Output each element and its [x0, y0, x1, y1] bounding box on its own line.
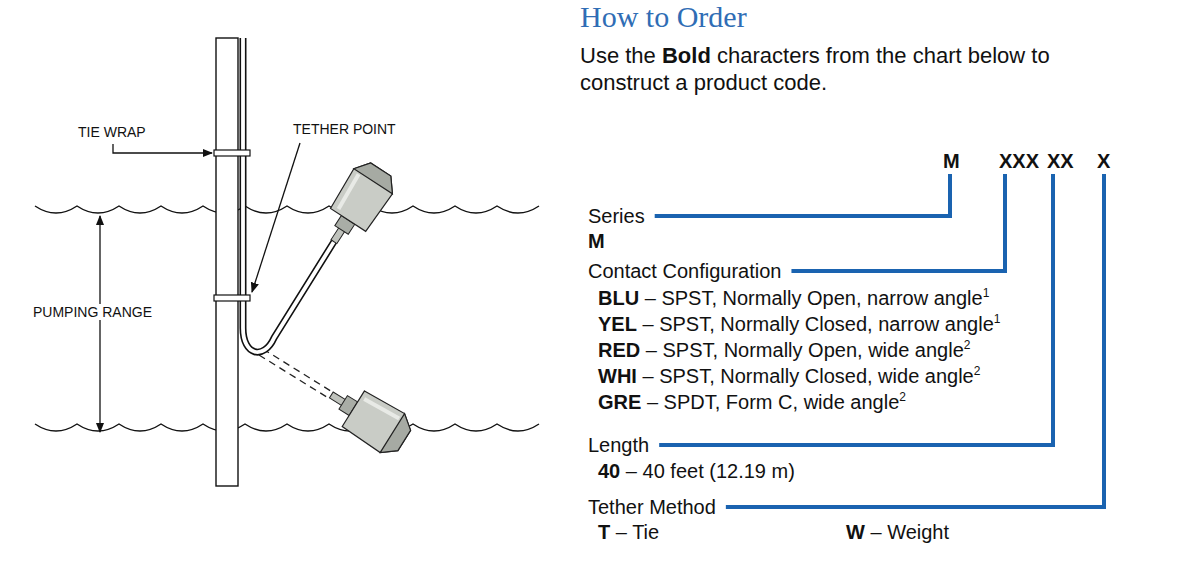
float-end: [380, 414, 416, 460]
option-text: – SPST, Normally Open, wide angle: [646, 339, 964, 361]
option-text: – Weight: [870, 521, 949, 543]
float-lower: [319, 375, 416, 460]
text-row: YEL – SPST, Normally Closed, narrow angle…: [598, 313, 1000, 335]
text-row: Tether Method: [588, 496, 716, 518]
float-end: [354, 157, 400, 194]
code-field: X: [1097, 150, 1110, 172]
option-text: – SPST, Normally Open, narrow angle: [645, 287, 983, 309]
option-text: – Tie: [616, 521, 659, 543]
option-code: RED: [598, 339, 640, 361]
field-name: Tether Method: [588, 496, 716, 518]
text-row: GRE – SPDT, Form C, wide angle2: [598, 391, 906, 413]
text-row: TIE WRAP: [78, 124, 146, 141]
text-row: X: [1097, 150, 1110, 172]
heading: How to Order: [580, 0, 747, 34]
water-surface-low: [35, 424, 539, 431]
text-row: XXX: [999, 150, 1039, 172]
callout-label: TIE WRAP: [78, 124, 146, 140]
footnote-mark: 1: [994, 312, 1001, 326]
leader-line: [252, 143, 300, 292]
field-name: Length: [588, 434, 649, 456]
float-body: [341, 389, 416, 460]
option-code: YEL: [598, 313, 637, 335]
code-field: M: [943, 150, 960, 172]
water-surface-high: [35, 206, 539, 213]
tie-wrap: [214, 150, 250, 156]
code-leader-line: [791, 174, 1005, 271]
option-code: T: [598, 521, 610, 543]
intro-text-bold: Bold: [662, 43, 711, 68]
option-code: GRE: [598, 391, 641, 413]
text-row: T – Tie: [598, 521, 659, 543]
code-field: XX: [1047, 150, 1074, 172]
field-name: Contact Configuration: [588, 260, 781, 282]
text-row: 40 – 40 feet (12.19 m): [598, 460, 795, 482]
float-highlight: [337, 174, 360, 209]
pole: [216, 38, 238, 486]
option-text: – SPDT, Form C, wide angle: [647, 391, 899, 413]
code-leader-line: [655, 174, 950, 216]
text-row: Use theBoldcharacters from the chart bel…: [580, 42, 1140, 96]
cable-core: [243, 38, 335, 352]
leader-line: [113, 144, 212, 153]
footnote-mark: 2: [899, 390, 906, 404]
option-text: – 40 feet (12.19 m): [626, 460, 795, 482]
option-text: – SPST, Normally Closed, narrow angle: [643, 313, 994, 335]
footnote-mark: 2: [964, 338, 971, 352]
float-highlight: [364, 397, 399, 420]
text-row: TETHER POINT: [293, 121, 396, 138]
text-row: M: [588, 230, 605, 252]
option-code: BLU: [598, 287, 639, 309]
callout-label: PUMPING RANGE: [30, 304, 155, 320]
callout-label: TETHER POINT: [293, 121, 396, 137]
float-upper: [315, 157, 400, 254]
option-code: W: [846, 521, 865, 543]
text-row: Length: [588, 434, 649, 456]
text-row: W– Weight: [846, 521, 949, 543]
option-code: 40: [598, 460, 620, 482]
text-row: XX: [1047, 150, 1074, 172]
option-code: M: [588, 230, 605, 252]
option-text: – SPST, Normally Closed, wide angle: [642, 365, 973, 387]
text-row: Contact Configuration: [588, 260, 781, 282]
text-row: M: [943, 150, 960, 172]
intro-text: Use the: [580, 43, 656, 68]
text-row: Series: [588, 205, 645, 227]
cable: [243, 38, 335, 352]
text-row: BLU – SPST, Normally Open, narrow angle1: [598, 287, 989, 309]
footnote-mark: 2: [974, 364, 981, 378]
tie-wrap: [214, 295, 250, 301]
float-body: [329, 157, 400, 232]
cable-lower-position: [263, 349, 334, 393]
pumping-range-arrow: [99, 216, 100, 432]
text-row: PUMPING RANGE: [30, 304, 155, 321]
field-name: Series: [588, 205, 645, 227]
text-row: RED – SPST, Normally Open, wide angle2: [598, 339, 970, 361]
option-code: WHI: [598, 365, 637, 387]
cable-lower-position: [259, 355, 330, 399]
footnote-mark: 1: [983, 286, 990, 300]
code-field: XXX: [999, 150, 1039, 172]
text-row: WHI– SPST, Normally Closed, wide angle2: [598, 365, 980, 387]
